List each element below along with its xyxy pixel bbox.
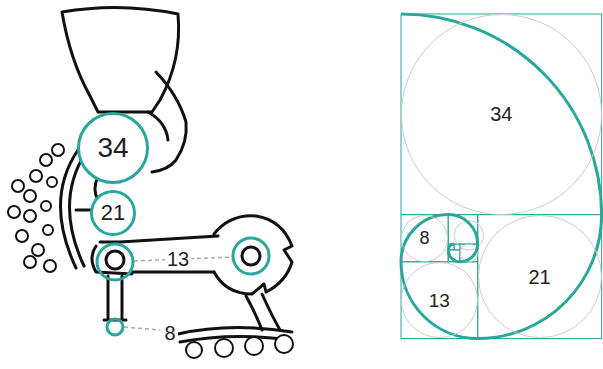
- teal-circle: 21: [90, 190, 136, 236]
- golden-spiral: [401, 14, 602, 339]
- fibonacci-squares: [401, 14, 602, 339]
- square-circle: 34: [401, 14, 602, 215]
- teal-ring: [97, 238, 269, 335]
- fibonacci-number: 13: [429, 291, 450, 310]
- seed-bulbs: [8, 144, 293, 358]
- inscribed-circle: [454, 221, 484, 262]
- mechanism-drawing: [60, 7, 292, 342]
- fibonacci-number: 21: [529, 267, 551, 287]
- callout-number: 13: [165, 249, 191, 269]
- fibonacci-number: 34: [490, 104, 512, 124]
- fibonacci-number: 8: [420, 229, 430, 247]
- square-circle: 8: [401, 215, 448, 262]
- callout-number: 8: [162, 323, 177, 343]
- square-circle: 13: [401, 262, 478, 339]
- fibonacci-number: 34: [97, 134, 128, 162]
- square-circle: 21: [478, 215, 602, 339]
- fibonacci-number: 21: [101, 202, 125, 224]
- teal-circle: 34: [77, 112, 149, 184]
